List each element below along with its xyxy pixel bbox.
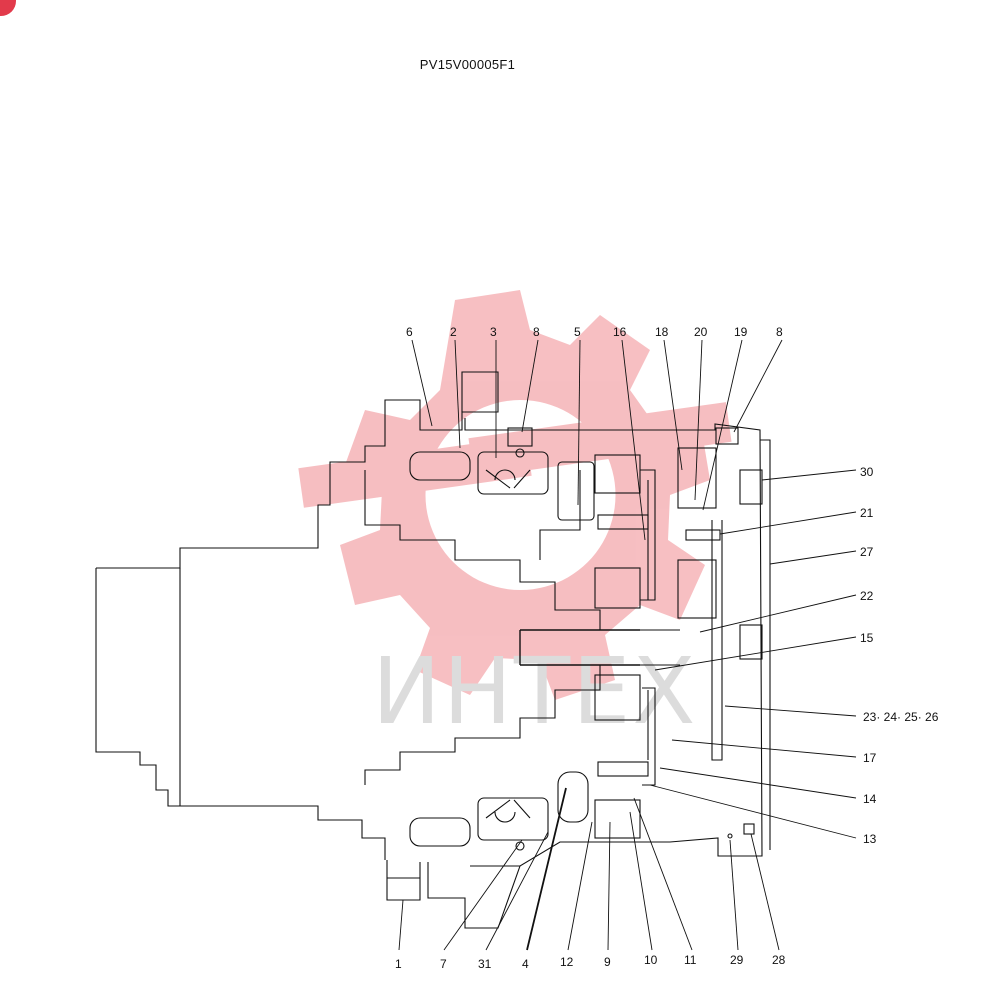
callout-1: 1 xyxy=(395,957,402,971)
callout-28: 28 xyxy=(772,953,786,967)
callout-13: 13 xyxy=(863,832,877,846)
callout-15: 15 xyxy=(860,631,874,645)
callout-7: 7 xyxy=(440,957,447,971)
callout-11: 11 xyxy=(684,953,697,967)
callout-8-top-left: 8 xyxy=(533,325,540,339)
callout-5: 5 xyxy=(574,325,581,339)
document-code: PV15V00005F1 xyxy=(419,57,516,72)
callout-8-top-right: 8 xyxy=(776,325,783,339)
callout-31: 31 xyxy=(478,957,492,971)
callout-21: 21 xyxy=(860,506,874,520)
callout-14: 14 xyxy=(863,792,877,806)
leader-lines xyxy=(398,339,857,951)
callout-4: 4 xyxy=(522,957,529,971)
callout-23-26: 23· 24· 25· 26 xyxy=(863,710,939,724)
callout-20: 20 xyxy=(694,325,708,339)
callout-17: 17 xyxy=(863,751,877,765)
callout-29: 29 xyxy=(730,953,744,967)
callout-10: 10 xyxy=(644,953,658,967)
callout-labels: 6 2 3 8 5 16 18 20 19 8 30 21 27 22 15 2… xyxy=(395,325,939,971)
callout-30: 30 xyxy=(860,465,874,479)
callout-22: 22 xyxy=(860,589,874,603)
callout-9: 9 xyxy=(604,955,611,969)
callout-3: 3 xyxy=(490,325,497,339)
callout-19: 19 xyxy=(734,325,748,339)
watermark-text: ИНТЕХ xyxy=(372,638,698,745)
callout-6: 6 xyxy=(406,325,413,339)
callout-12: 12 xyxy=(560,955,574,969)
callout-2: 2 xyxy=(450,325,457,339)
housing-outline xyxy=(95,371,771,929)
callout-27: 27 xyxy=(860,545,874,559)
callout-18: 18 xyxy=(655,325,669,339)
callout-16: 16 xyxy=(613,325,627,339)
